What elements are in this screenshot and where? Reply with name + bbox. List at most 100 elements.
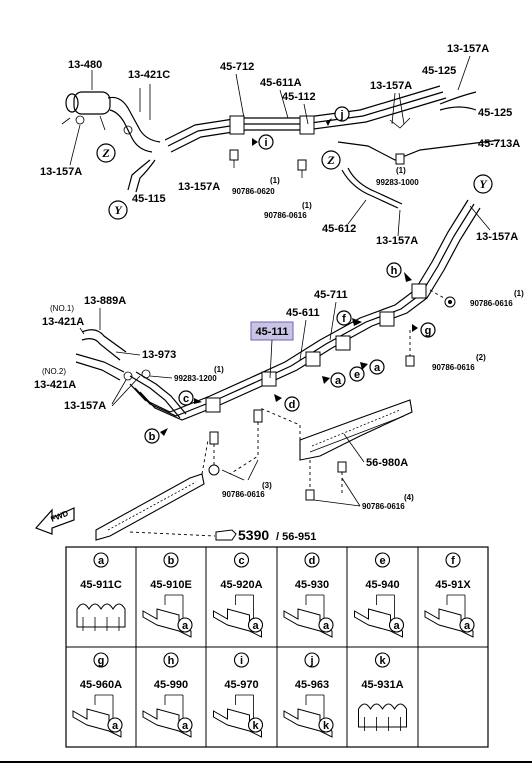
bracket-sketch [142, 708, 192, 738]
part-label-13-480: 13-480 [68, 59, 102, 71]
bolt [229, 149, 239, 168]
svg-text:d: d [289, 399, 296, 411]
hose-45-612b [347, 167, 403, 205]
legend-inner-circle [247, 617, 264, 633]
figure-ref-5390[interactable]: 5390 [238, 527, 269, 543]
leader [79, 327, 85, 335]
fuel-line-45-111 [139, 207, 481, 421]
fuel-filter-cap [65, 93, 79, 113]
leader [221, 469, 245, 481]
figure-ref-56-951[interactable]: / 56-951 [276, 531, 316, 543]
svg-text:Z: Z [326, 153, 335, 167]
legend-letter-circle [304, 652, 320, 668]
legend-letter: c [238, 555, 244, 567]
legend-letter-circle [233, 652, 250, 668]
part-label-90786-0616: 90786-0616 [362, 502, 405, 511]
filter-hose-lower [109, 109, 153, 153]
highlighted-part-45-111[interactable]: 45-111 [250, 321, 294, 341]
legend-part-number: 45-910E [150, 579, 192, 591]
bracket-sketch [283, 608, 333, 638]
legend-part-number: 45-91X [435, 579, 471, 591]
ref-marker-d: d [274, 394, 300, 412]
bracket-leader [94, 694, 114, 721]
clip [229, 115, 245, 135]
legend-letter: d [309, 555, 316, 567]
bolt [208, 464, 220, 476]
bracket-leader [164, 594, 184, 621]
part-label-45-112: 45-112 [282, 91, 316, 103]
leader [429, 289, 445, 299]
left-hoses [75, 329, 187, 419]
filter-bracket [61, 115, 106, 131]
ref-marker-c: c [178, 390, 202, 406]
svg-text:g: g [425, 325, 432, 337]
ref-marker-y: Y [108, 200, 128, 220]
leader [279, 89, 289, 119]
legend-letter: i [240, 655, 243, 667]
part-label-13-157A: 13-157A [370, 80, 412, 92]
legend-inner-circle [247, 717, 264, 733]
svg-text:a: a [374, 362, 381, 374]
legend-part-number: 45-930 [295, 579, 329, 591]
leader [69, 124, 81, 166]
legend-inner-letter: a [112, 720, 119, 732]
clip-sketch [358, 703, 407, 728]
legend-inner-circle [318, 717, 334, 733]
svg-text:a: a [335, 375, 342, 387]
leader [329, 301, 337, 341]
ref-marker-g: g [412, 322, 436, 338]
leader [111, 375, 141, 407]
part-label-45-125: 45-125 [422, 65, 456, 77]
legend-inner-circle [177, 717, 193, 733]
clip-sketch-detail [82, 617, 120, 631]
fuel-line-45-711 [129, 199, 469, 413]
leader [299, 319, 307, 361]
svg-text:h: h [391, 265, 398, 277]
bracket-sketch [72, 708, 122, 738]
clip-sketch [76, 603, 126, 628]
bracket-sketch [354, 608, 403, 638]
hand-pointer-icon [215, 529, 237, 541]
ref-marker-z: Z [96, 143, 116, 163]
legend-inner-letter: a [464, 620, 471, 632]
hose-45-115-inner [135, 159, 156, 193]
bolt [337, 461, 347, 473]
leader [149, 375, 173, 379]
legend-inner-letter: a [182, 720, 189, 732]
leader [343, 433, 365, 463]
bolt [395, 153, 405, 165]
hose-45-612 [341, 169, 399, 209]
legend-inner-letter: k [252, 720, 259, 732]
qty-label: (1) [214, 365, 224, 374]
clip-sketch-detail [364, 717, 401, 731]
part-label-45-111[interactable]: 45-111 [255, 326, 288, 338]
legend-letter: g [98, 655, 105, 667]
clamp [389, 117, 411, 129]
ref-marker-j: j [326, 106, 350, 126]
legend-letter-circle [445, 552, 461, 568]
legend-cell-k: k45-931A [358, 652, 407, 731]
legend-inner-letter: a [182, 620, 189, 632]
bolt [444, 296, 456, 308]
legend-letter: a [98, 555, 105, 567]
legend-letter: b [168, 555, 175, 567]
leader [139, 84, 151, 120]
clip [205, 397, 221, 413]
return-line-45-713A [337, 139, 501, 161]
svg-text:Y: Y [479, 177, 488, 191]
part-label-13-157A: 13-157A [40, 166, 82, 178]
leader [457, 55, 471, 91]
part-label-13-421C: 13-421C [128, 69, 170, 81]
clip [305, 351, 321, 367]
hose-clamp [75, 115, 85, 125]
svg-text:e: e [354, 369, 360, 381]
filter-hose-upper [107, 96, 161, 143]
part-label-45-711: 45-711 [314, 289, 348, 301]
qty-label: (3) [262, 481, 272, 490]
ref-marker-i: i [252, 134, 274, 150]
legend-letter: e [379, 555, 385, 567]
